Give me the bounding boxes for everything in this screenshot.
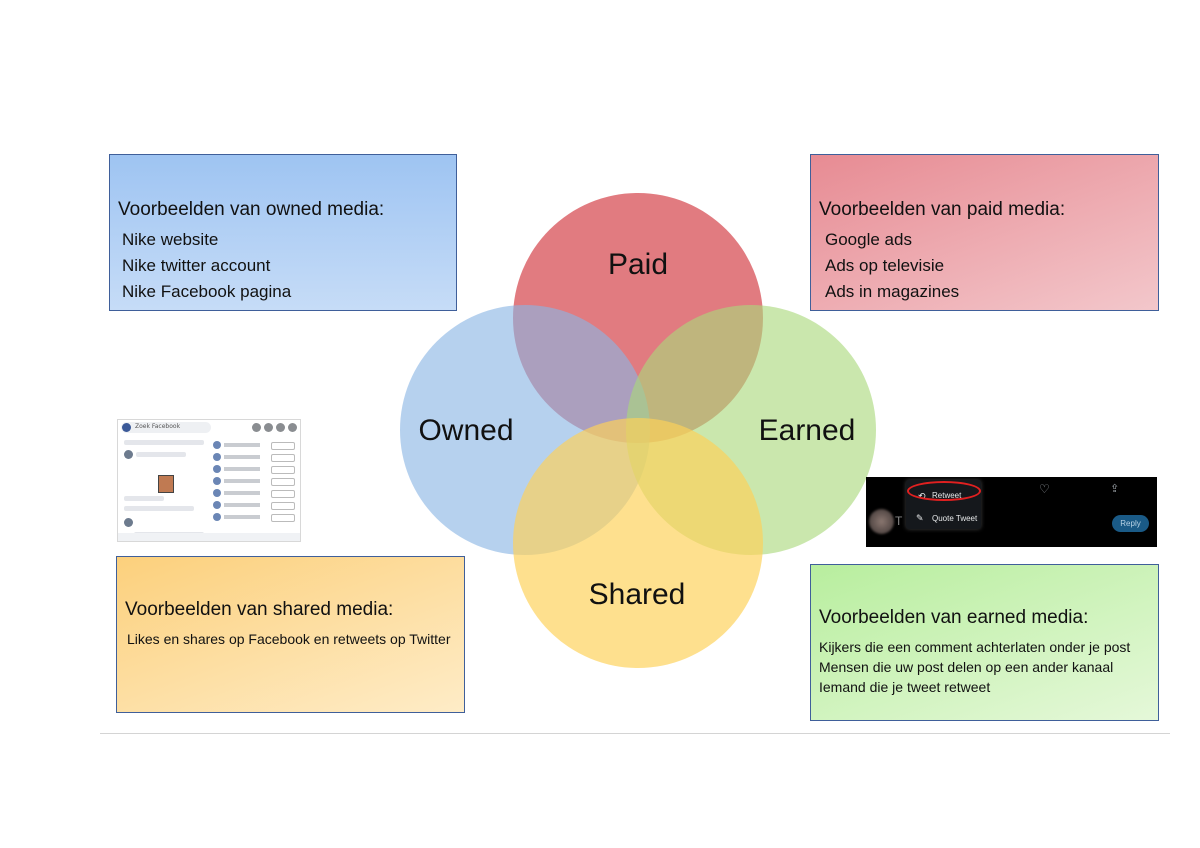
- list-item: [213, 452, 297, 463]
- facebook-feed-panel: [120, 436, 210, 538]
- owned-item: Nike twitter account: [122, 256, 271, 275]
- owned-heading: Voorbeelden van owned media:: [118, 199, 385, 220]
- feed-line: [124, 440, 204, 445]
- author-initial: T: [895, 514, 903, 528]
- facebook-bottom-bar: [118, 533, 300, 541]
- avatar: [869, 509, 894, 534]
- feed-line: [124, 496, 164, 501]
- quote-tweet-option: Quote Tweet: [932, 514, 978, 523]
- menu-icon: [288, 423, 297, 432]
- pen-icon: ✎: [916, 513, 924, 523]
- paid-item: Ads in magazines: [825, 282, 960, 301]
- earned-heading: Voorbeelden van earned media:: [819, 607, 1089, 628]
- shared-heading: Voorbeelden van shared media:: [125, 599, 394, 620]
- list-item: [213, 476, 297, 487]
- earned-item: Mensen die uw post delen op een ander ka…: [819, 659, 1114, 675]
- share-icon: ⇪: [1110, 483, 1120, 495]
- avatar: [124, 518, 133, 527]
- shared-circle: [513, 418, 763, 668]
- list-item: [213, 440, 297, 451]
- earned-label: Earned: [759, 414, 856, 447]
- shared-label: Shared: [589, 578, 686, 611]
- owned-label: Owned: [418, 414, 513, 447]
- facebook-logo-icon: [122, 423, 131, 432]
- facebook-search-placeholder: Zoek Facebook: [135, 423, 181, 430]
- messenger-icon: [252, 423, 261, 432]
- paid-media-box: Voorbeelden van paid media: Google ads A…: [810, 154, 1159, 311]
- list-item: [213, 500, 297, 511]
- avatar: [124, 450, 133, 459]
- paid-item: Google ads: [825, 230, 912, 249]
- page-divider: [100, 733, 1170, 734]
- earned-media-box: Voorbeelden van earned media: Kijkers di…: [810, 564, 1159, 721]
- owned-media-box: Voorbeelden van owned media: Nike websit…: [109, 154, 457, 311]
- paid-heading: Voorbeelden van paid media:: [819, 199, 1066, 220]
- shared-media-box: Voorbeelden van shared media: Likes en s…: [116, 556, 465, 713]
- heart-icon: ♡: [1039, 482, 1050, 496]
- paid-item: Ads op televisie: [825, 256, 945, 275]
- facebook-screenshot: Zoek Facebook: [117, 419, 301, 542]
- shared-item: Likes en shares op Facebook en retweets …: [127, 631, 451, 647]
- highlight-circle: [907, 481, 981, 501]
- facebook-search-bar: Zoek Facebook: [121, 422, 211, 433]
- owned-item: Nike Facebook pagina: [122, 282, 292, 301]
- list-item: [213, 512, 297, 523]
- feed-line: [136, 452, 186, 457]
- account-icon: [276, 423, 285, 432]
- list-item: [213, 464, 297, 475]
- notification-icon: [264, 423, 273, 432]
- twitter-screenshot: T ⟲ Retweet ✎ Quote Tweet ♡ ⇪ Reply: [866, 477, 1157, 547]
- earned-item: Kijkers die een comment achterlaten onde…: [819, 639, 1131, 655]
- earned-item: Iemand die je tweet retweet: [819, 679, 991, 695]
- owned-item: Nike website: [122, 230, 219, 249]
- reply-button: Reply: [1112, 515, 1149, 532]
- feed-line: [124, 506, 194, 511]
- post-photo: [158, 475, 174, 493]
- paid-label: Paid: [608, 248, 668, 281]
- list-item: [213, 488, 297, 499]
